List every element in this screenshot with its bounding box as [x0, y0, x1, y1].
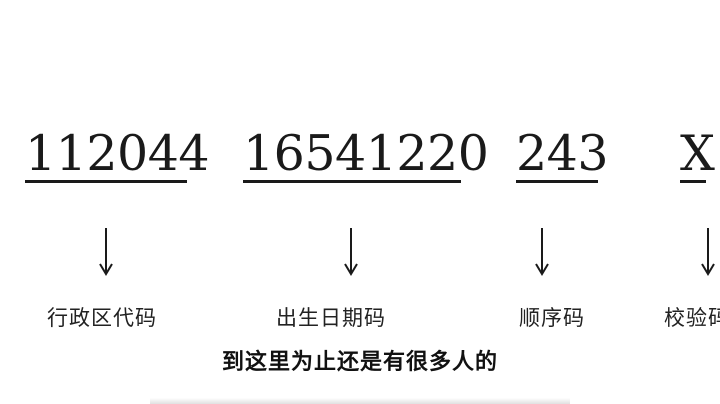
down-arrow-icon — [344, 228, 358, 276]
region-code-underline — [25, 180, 187, 183]
region-code-digits: 112044 — [25, 125, 210, 182]
segment-check-code: X — [680, 126, 720, 186]
down-arrow-icon — [701, 228, 715, 276]
bottom-shadow — [150, 398, 570, 404]
birthdate-code-underline — [243, 180, 461, 183]
down-arrow-icon — [535, 228, 549, 276]
segment-birthdate-code: 16541220 — [243, 126, 489, 186]
segment-region-code: 112044 — [25, 126, 210, 186]
sequence-code-digits: 243 — [516, 125, 609, 182]
sequence-code-underline — [516, 180, 598, 183]
down-arrow-icon — [99, 228, 113, 276]
birthdate-code-digits: 16541220 — [243, 125, 489, 182]
birthdate-code-caption: 出生日期码 — [276, 306, 386, 330]
check-code-digit: X — [680, 125, 715, 182]
check-code-caption: 校验码 — [664, 306, 720, 330]
region-code-caption: 行政区代码 — [47, 306, 157, 330]
video-subtitle: 到这里为止还是有很多人的 — [221, 350, 498, 375]
sequence-code-caption: 顺序码 — [519, 306, 585, 330]
check-code-underline — [680, 180, 706, 183]
segment-sequence-code: 243 — [516, 126, 609, 186]
